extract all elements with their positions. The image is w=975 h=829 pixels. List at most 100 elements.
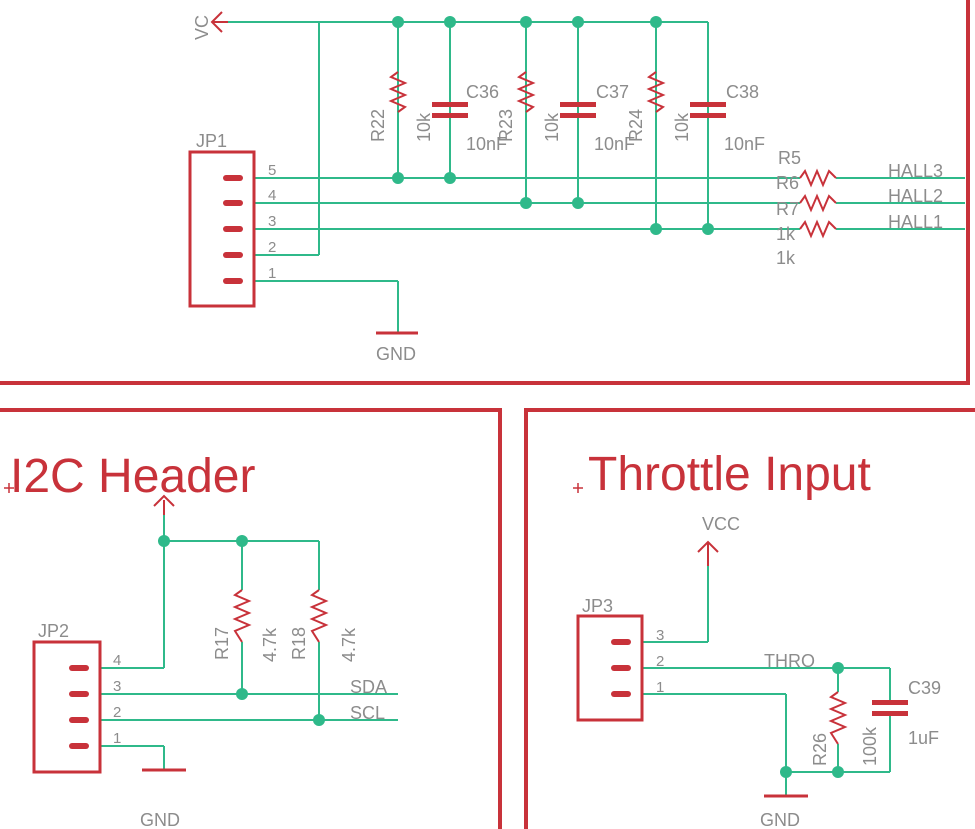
c39-name: C39: [908, 678, 941, 698]
connector-jp3: JP3 3 2 1: [576, 596, 664, 722]
resistor-r23: R23 10k: [496, 71, 562, 142]
junction: [650, 223, 662, 235]
connector-jp1: JP1 5 4 3 2 1: [188, 131, 276, 308]
capacitor-c37: C37 10nF: [560, 82, 635, 154]
jp2-pin-label: 1: [113, 730, 121, 747]
capacitor-c38: C38 10nF: [690, 82, 765, 154]
net-label-thro: THRO: [764, 651, 815, 671]
gnd-throttle-label: GND: [760, 810, 800, 829]
jp2-name: JP2: [38, 621, 69, 641]
jp2-pin-label: 4: [113, 652, 121, 669]
gnd-throttle-symbol: GND: [760, 794, 808, 829]
junction: [832, 766, 844, 778]
junction: [158, 535, 170, 547]
junction: [444, 16, 456, 28]
r24-value: 10k: [672, 112, 692, 142]
r26-value: 100k: [860, 726, 880, 766]
jp1-pin-label: 2: [268, 239, 276, 256]
net-label-hall1: HALL1: [888, 212, 943, 232]
r17-value: 4.7k: [260, 627, 280, 662]
junction: [444, 172, 456, 184]
resistor-r5: [799, 168, 837, 188]
c38-value: 10nF: [724, 134, 765, 154]
c36-value: 10nF: [466, 134, 507, 154]
jp2-pin-label: 3: [113, 678, 121, 695]
c37-name: C37: [596, 82, 629, 102]
junction: [520, 197, 532, 209]
net-label-scl: SCL: [350, 703, 385, 723]
resistor-r17: R17 4.7k: [212, 589, 280, 662]
series-resistors: R5 R6 R7 1k 1k: [776, 148, 837, 268]
jp1-pin-label: 3: [268, 213, 276, 230]
throttle-section-title: Throttle Input: [588, 448, 871, 501]
net-label-hall3: HALL3: [888, 161, 943, 181]
throttle-junctions: [780, 662, 844, 778]
vcc-top-label: VC: [192, 15, 212, 40]
junction: [702, 223, 714, 235]
junction: [392, 172, 404, 184]
jp3-pin-label: 2: [656, 653, 664, 670]
c38-name: C38: [726, 82, 759, 102]
junction: [236, 688, 248, 700]
throttle-sheet-frame: [524, 408, 975, 829]
junction: [572, 197, 584, 209]
r23-value: 10k: [542, 112, 562, 142]
jp3-pin-label: 1: [656, 679, 664, 696]
resistor-r18: R18 4.7k: [289, 589, 359, 662]
vcc-throttle-label: VCC: [702, 514, 740, 534]
r6-name: R6: [776, 173, 799, 193]
r5-name: R5: [778, 148, 801, 168]
junction: [392, 16, 404, 28]
r18-name: R18: [289, 627, 309, 660]
jp1-pin-label: 4: [268, 187, 276, 204]
jp2-pin-label: 2: [113, 704, 121, 721]
r22-value: 10k: [414, 112, 434, 142]
capacitor-c36: C36 10nF: [432, 82, 507, 154]
resistor-r26: R26 100k: [810, 691, 880, 766]
r26-name: R26: [810, 733, 830, 766]
series-resistor-value: 1k: [776, 248, 796, 268]
jp3-name: JP3: [582, 596, 613, 616]
i2c-section-title: I2C Header: [10, 450, 255, 503]
i2c-sheet-frame: [0, 408, 502, 829]
net-label-sda: SDA: [350, 677, 387, 697]
junction: [650, 16, 662, 28]
top-wires: [228, 21, 965, 333]
series-resistor-value: 1k: [776, 224, 796, 244]
connector-jp2: JP2 4 3 2 1: [32, 621, 121, 774]
capacitor-c39: C39 1uF: [872, 678, 941, 748]
gnd-top-symbol: GND: [376, 331, 418, 364]
c36-name: C36: [466, 82, 499, 102]
resistor-r6: [799, 193, 837, 213]
jp3-pin-label: 3: [656, 627, 664, 644]
gnd-i2c-label: GND: [140, 810, 180, 829]
r23-name: R23: [496, 109, 516, 142]
top-sheet-frame: [0, 0, 970, 385]
gnd-i2c-symbol: GND: [140, 768, 186, 829]
c39-value: 1uF: [908, 728, 939, 748]
junction: [520, 16, 532, 28]
r17-name: R17: [212, 627, 232, 660]
junction: [313, 714, 325, 726]
r18-value: 4.7k: [339, 627, 359, 662]
jp1-name: JP1: [196, 131, 227, 151]
resistor-r24: R24 10k: [626, 71, 692, 142]
top-junctions: [392, 16, 714, 235]
junction: [236, 535, 248, 547]
gnd-top-label: GND: [376, 344, 416, 364]
junction: [572, 16, 584, 28]
throttle-wires: [642, 566, 891, 796]
net-label-hall2: HALL2: [888, 186, 943, 206]
r7-name: R7: [776, 199, 799, 219]
jp1-pin-label: 5: [268, 162, 276, 179]
r22-name: R22: [368, 109, 388, 142]
i2c-supply-symbol: [153, 494, 175, 515]
c37-value: 10nF: [594, 134, 635, 154]
resistor-r22: R22 10k: [368, 62, 434, 142]
r24-name: R24: [626, 109, 646, 142]
junction: [780, 766, 792, 778]
junction: [832, 662, 844, 674]
i2c-junctions: [158, 535, 325, 726]
jp1-pin-label: 1: [268, 265, 276, 282]
